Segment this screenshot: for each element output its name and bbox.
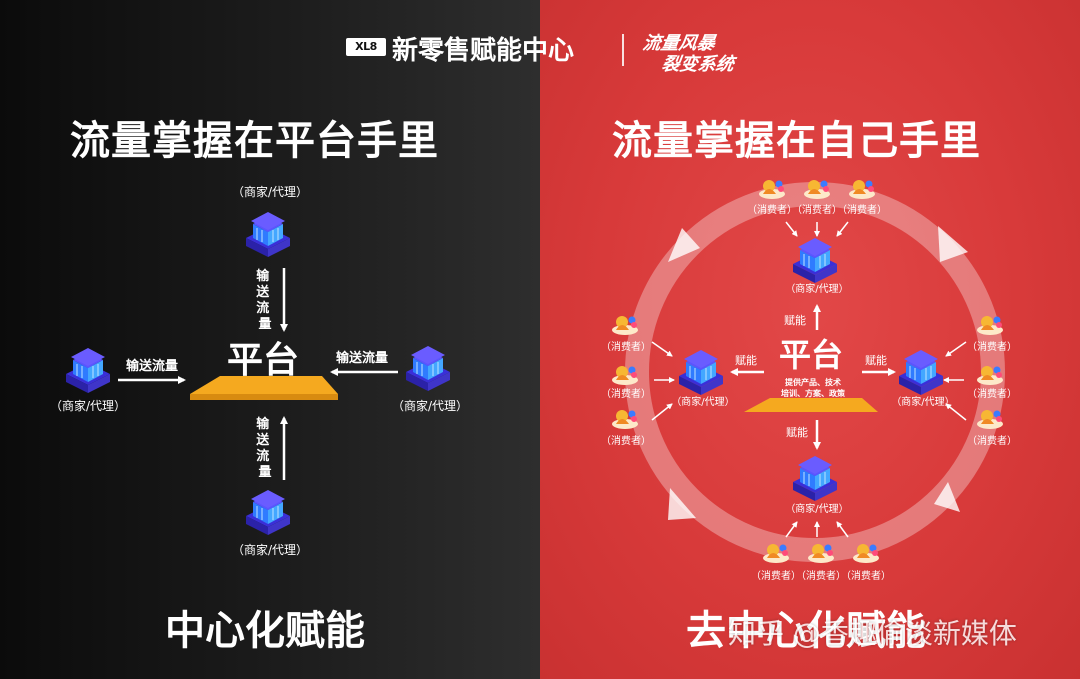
right-node-left-icon — [678, 349, 724, 396]
cycle-arrowhead-lower-right — [934, 482, 960, 512]
right-footer: 去中心化赋能 — [686, 608, 926, 654]
consumer-right-3-label: （消费者） — [967, 434, 1017, 447]
empower-label-right: 赋能 — [865, 353, 887, 367]
consumer-bottom-3-label: （消费者） — [841, 569, 891, 582]
left-platform-label: 平台 — [227, 340, 299, 381]
consumer-left-3-icon — [612, 410, 638, 429]
consumer-right-2-label: （消费者） — [967, 387, 1017, 400]
consumer-arrow-bottom-1 — [785, 521, 798, 538]
left-arrow-top-char-4: 量 — [258, 317, 271, 332]
left-arrow-bottom-char-3: 流 — [256, 448, 269, 464]
consumer-top-1-label: （消费者） — [747, 203, 797, 216]
right-platform-sub-2: 培训、方案、政策 — [781, 388, 846, 398]
left-arrow-top-label: 输 送 流 量 — [255, 268, 274, 332]
left-node-bottom-label: （商家/代理） — [232, 542, 308, 557]
consumer-arrow-left-1 — [651, 341, 673, 357]
right-platform-slab — [744, 398, 878, 412]
consumer-arrow-top-3 — [836, 221, 849, 237]
left-panel-background — [0, 0, 540, 679]
right-diagram: 平台 提供产品、技术 培训、方案、政策 赋能 赋能 赋能 赋能 （商家/代理） … — [601, 180, 1017, 582]
brand-logo: XL8 — [346, 38, 386, 56]
empower-label-up: 赋能 — [784, 313, 806, 327]
left-arrow-left-label: 输送流量 — [126, 358, 178, 374]
consumer-arrow-bottom-3 — [836, 521, 849, 538]
right-platform-sub-1: 提供产品、技术 — [785, 377, 841, 387]
consumer-arrow-left-3 — [651, 403, 673, 421]
left-arrow-bottom-char-4: 量 — [258, 465, 271, 480]
right-node-left-label: （商家/代理） — [671, 395, 734, 408]
left-platform-slab-edge — [190, 394, 338, 400]
left-platform-slab — [190, 376, 338, 394]
left-heading: 流量掌握在平台手里 — [70, 118, 439, 164]
brand-logo-text: XL8 — [355, 40, 377, 53]
right-node-bottom-icon — [792, 455, 838, 502]
left-node-bottom-icon — [245, 489, 291, 536]
consumer-left-3-label: （消费者） — [601, 434, 651, 447]
empower-label-down: 赋能 — [786, 425, 808, 439]
left-diagram: 平台 （商家/代理） 输 送 流 量 （商家/代理） 输送流量 （商家/代理） … — [50, 184, 468, 557]
cycle-arrowhead-upper-left — [668, 228, 700, 262]
consumer-left-1-icon — [612, 316, 638, 335]
right-node-right-icon — [898, 349, 944, 396]
right-node-top-icon — [792, 237, 838, 284]
consumer-bottom-2-label: （消费者） — [796, 569, 846, 582]
consumer-right-1-label: （消费者） — [967, 340, 1017, 353]
left-arrow-top-char-3: 流 — [256, 300, 269, 316]
left-node-top-icon — [245, 211, 291, 258]
left-node-left-icon — [65, 347, 111, 394]
right-heading: 流量掌握在自己手里 — [612, 118, 981, 164]
consumer-arrow-right-3 — [945, 403, 967, 421]
watermark: 知乎 @香趣偷淡新媒体 — [728, 617, 1017, 650]
right-platform-label: 平台 — [779, 336, 843, 374]
left-arrow-right-label: 输送流量 — [336, 350, 388, 366]
empower-label-left: 赋能 — [735, 353, 757, 367]
left-arrow-bottom-label: 输 送 流 量 — [255, 416, 274, 480]
right-node-right-label: （商家/代理） — [891, 395, 954, 408]
right-node-top-label: （商家/代理） — [785, 282, 848, 295]
consumer-top-2-label: （消费者） — [792, 203, 842, 216]
consumer-left-1-label: （消费者） — [601, 340, 651, 353]
left-arrow-top-char-1: 输 — [256, 268, 270, 284]
consumer-arrow-right-1 — [945, 341, 967, 357]
left-footer: 中心化赋能 — [165, 608, 365, 654]
consumer-top-3-label: （消费者） — [837, 203, 887, 216]
consumer-left-2-icon — [612, 366, 638, 385]
left-arrow-bottom-char-1: 输 — [256, 416, 270, 432]
consumer-right-2-icon — [977, 366, 1003, 385]
consumer-arrow-top-1 — [785, 221, 798, 237]
right-node-bottom-label: （商家/代理） — [785, 502, 848, 515]
left-node-right-label: （商家/代理） — [392, 398, 468, 413]
right-panel-background — [540, 0, 1080, 679]
left-node-left-label: （商家/代理） — [50, 398, 126, 413]
header-divider — [622, 34, 624, 66]
brand-title: 新零售赋能中心 — [392, 36, 575, 66]
consumer-left-2-label: （消费者） — [601, 387, 651, 400]
left-arrow-bottom-char-2: 送 — [255, 432, 270, 448]
cycle-arrowhead-upper-right — [938, 226, 968, 262]
left-node-top-label: （商家/代理） — [232, 184, 308, 199]
left-node-right-icon — [405, 345, 451, 392]
cycle-arrowhead-lower-left — [668, 488, 696, 520]
consumer-bottom-1-label: （消费者） — [751, 569, 801, 582]
left-arrow-top-char-2: 送 — [255, 284, 270, 300]
